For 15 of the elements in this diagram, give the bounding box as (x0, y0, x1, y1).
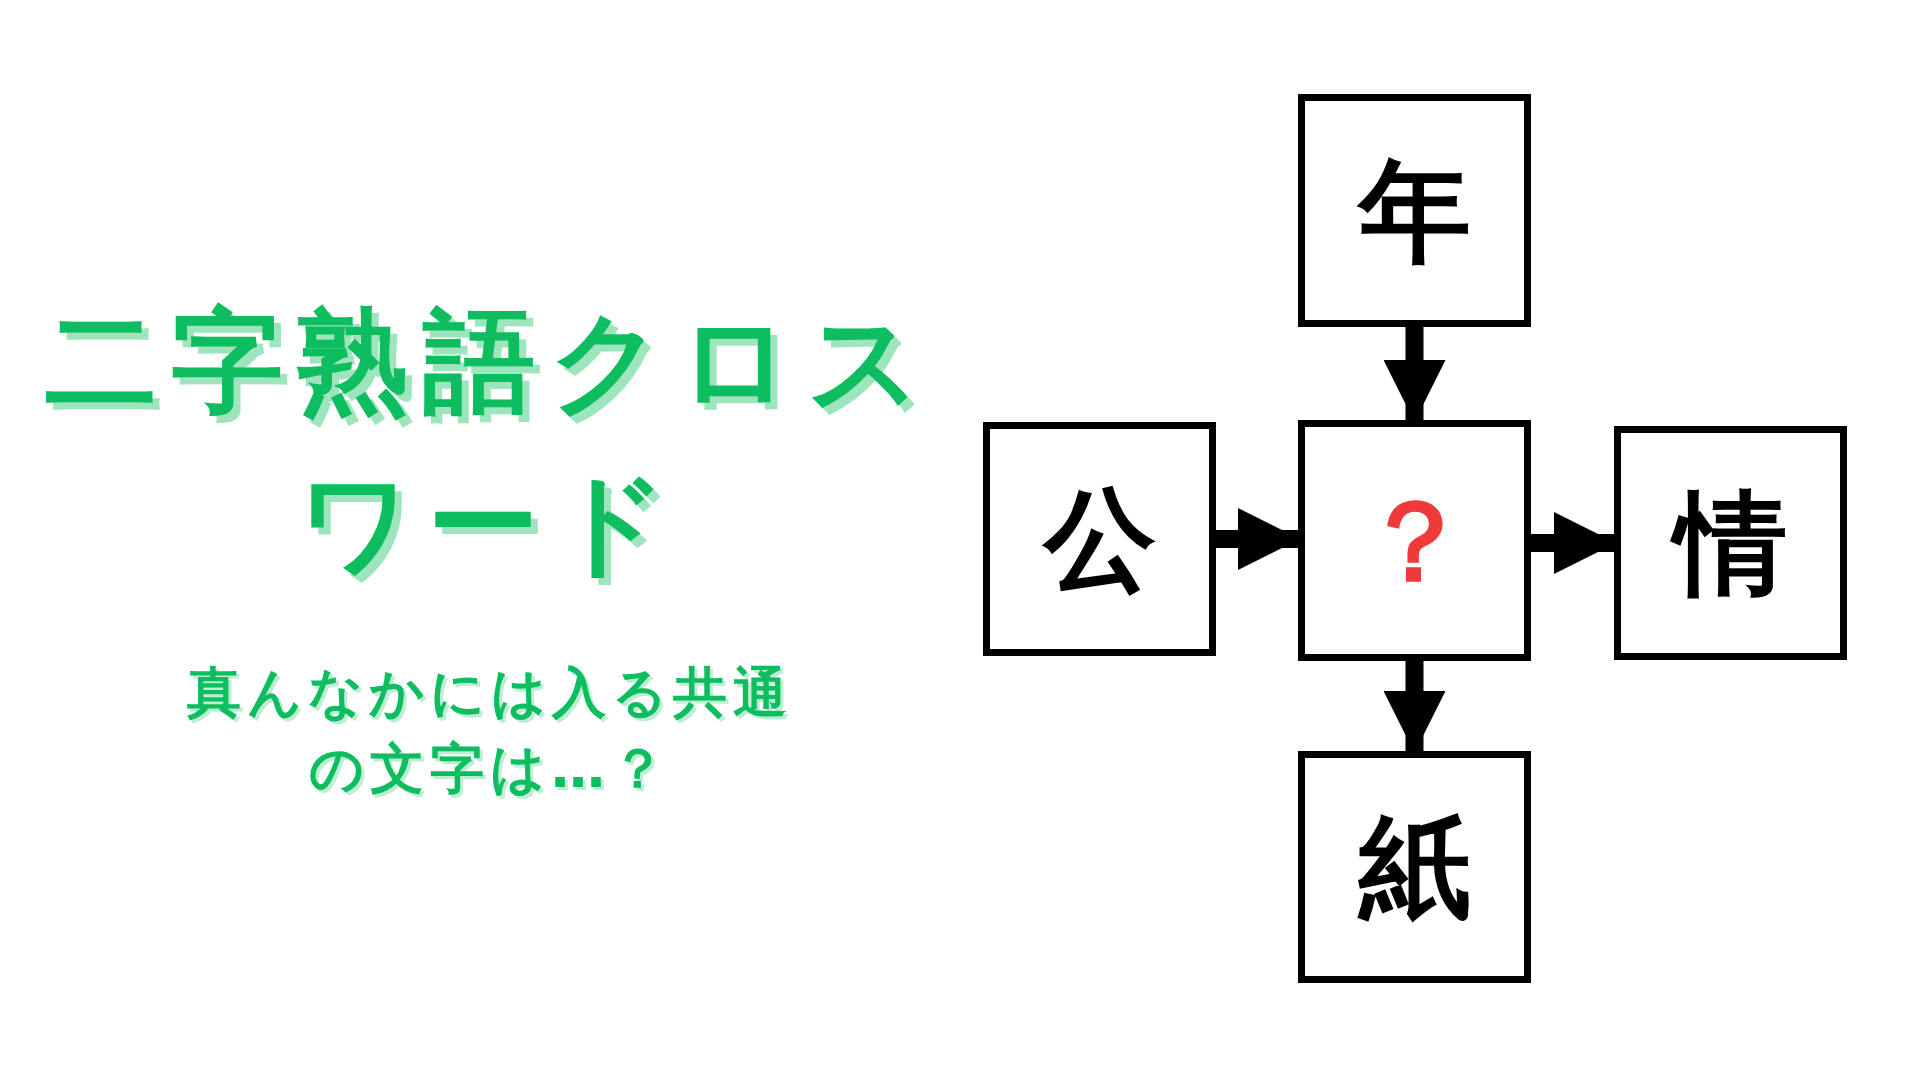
kanji-box (1614, 426, 1847, 660)
kanji-character: 公 (1043, 483, 1156, 595)
arrow (1383, 327, 1446, 422)
kanji-box (1298, 94, 1531, 327)
kanji-box (1298, 420, 1531, 661)
question-mark: ？ (1358, 484, 1471, 597)
title: 二字熟語クロスワード (43, 295, 937, 591)
kanji-character: 年 (1358, 154, 1471, 267)
kanji-character: 紙 (1358, 811, 1471, 923)
arrow (1531, 512, 1616, 574)
question-text: 真んなかには入る共通の文字は…？ (186, 660, 794, 802)
arrow (1216, 508, 1300, 570)
kanji-box (1298, 751, 1531, 983)
arrow (1383, 661, 1446, 753)
kanji-box (983, 422, 1216, 656)
